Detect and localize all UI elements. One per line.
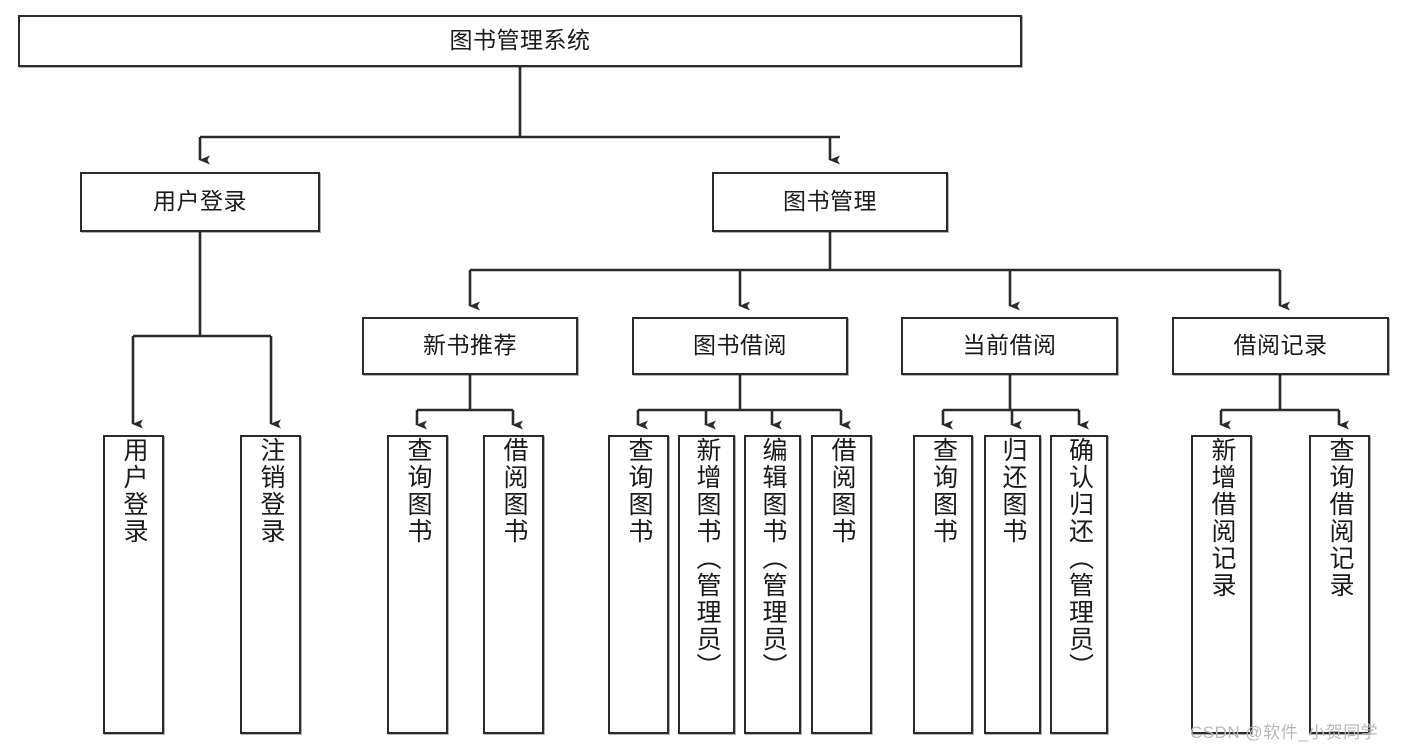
node-label: 新书推荐 bbox=[423, 332, 517, 359]
node-label: 借阅图书 bbox=[500, 437, 528, 545]
node-leaf-query-book-3[interactable]: 查询图书 bbox=[913, 435, 973, 734]
node-label: 新增借阅记录 bbox=[1208, 437, 1236, 599]
node-leaf-add-record[interactable]: 新增借阅记录 bbox=[1191, 435, 1252, 734]
node-label: 确认归还（管理员） bbox=[1065, 437, 1094, 680]
node-label: 图书管理 bbox=[783, 188, 877, 215]
node-leaf-add-book[interactable]: 新增图书（管理员） bbox=[678, 435, 735, 734]
node-current-borrow[interactable]: 当前借阅 bbox=[901, 317, 1118, 375]
node-label: 编辑图书（管理员） bbox=[759, 437, 787, 680]
node-leaf-query-book-1[interactable]: 查询图书 bbox=[387, 435, 448, 734]
node-label: 用户登录 bbox=[120, 437, 148, 545]
node-label: 新增图书（管理员） bbox=[693, 437, 721, 680]
node-leaf-user-login[interactable]: 用户登录 bbox=[103, 435, 164, 734]
node-label: 用户登录 bbox=[153, 188, 247, 215]
node-leaf-borrow-book-2[interactable]: 借阅图书 bbox=[811, 435, 872, 734]
node-label: 图书管理系统 bbox=[449, 27, 591, 54]
csdn-watermark: CSDN @软件_小贺同学 bbox=[1190, 723, 1379, 742]
node-leaf-borrow-book-1[interactable]: 借阅图书 bbox=[483, 435, 544, 734]
node-label: 借阅图书 bbox=[828, 437, 856, 545]
node-borrow-record[interactable]: 借阅记录 bbox=[1172, 317, 1389, 375]
node-new-book-recommend[interactable]: 新书推荐 bbox=[362, 317, 578, 375]
node-leaf-logout[interactable]: 注销登录 bbox=[240, 435, 301, 734]
node-leaf-return-book[interactable]: 归还图书 bbox=[984, 435, 1041, 734]
node-leaf-query-record[interactable]: 查询借阅记录 bbox=[1309, 435, 1370, 734]
node-label: 查询图书 bbox=[404, 437, 432, 545]
node-label: 查询借阅记录 bbox=[1326, 437, 1354, 599]
node-leaf-query-book-2[interactable]: 查询图书 bbox=[608, 435, 669, 734]
node-leaf-edit-book[interactable]: 编辑图书（管理员） bbox=[744, 435, 801, 734]
node-label: 当前借阅 bbox=[962, 332, 1057, 359]
node-label: 注销登录 bbox=[257, 437, 285, 545]
node-label: 查询图书 bbox=[625, 437, 653, 545]
node-user-login[interactable]: 用户登录 bbox=[80, 172, 320, 232]
node-root-system[interactable]: 图书管理系统 bbox=[18, 15, 1022, 67]
node-book-borrow[interactable]: 图书借阅 bbox=[632, 317, 848, 375]
node-label: 借阅记录 bbox=[1233, 332, 1328, 359]
node-leaf-confirm-return[interactable]: 确认归还（管理员） bbox=[1050, 435, 1108, 734]
node-label: 图书借阅 bbox=[693, 332, 787, 359]
node-label: 查询图书 bbox=[929, 437, 958, 545]
node-book-manage[interactable]: 图书管理 bbox=[712, 172, 948, 232]
node-label: 归还图书 bbox=[999, 437, 1027, 545]
